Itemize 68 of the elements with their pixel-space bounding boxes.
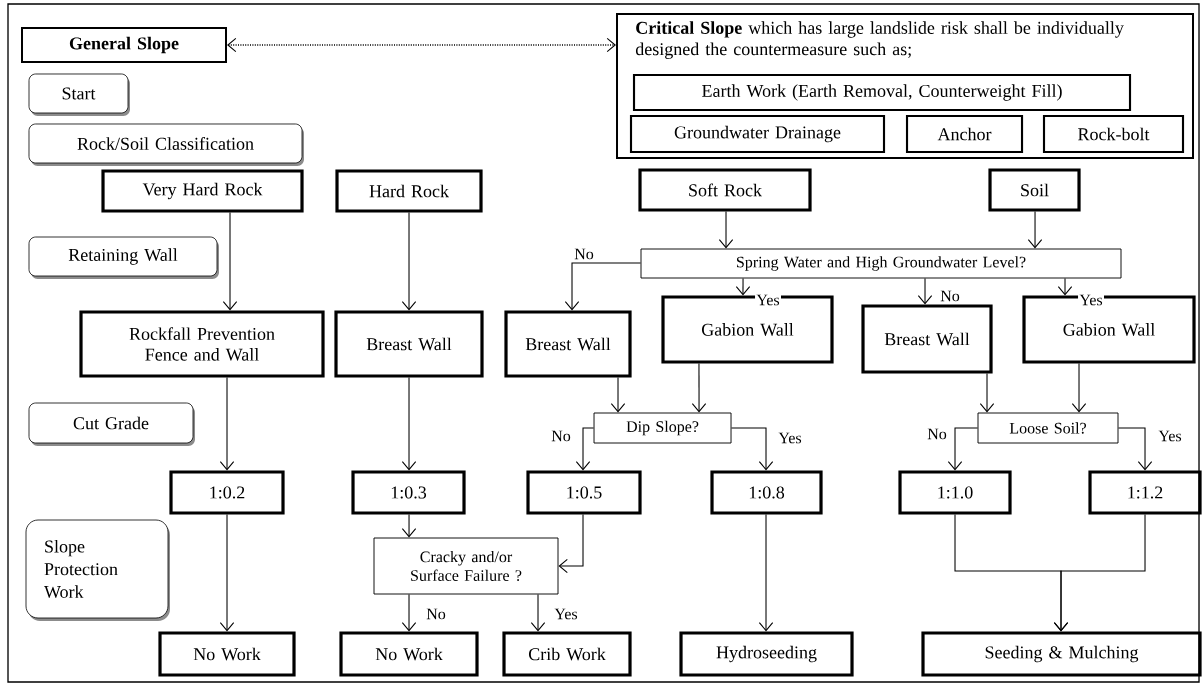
- edge-label: Yes: [755, 293, 781, 307]
- process-box: Breast Wall: [861, 304, 993, 374]
- edge-label: Yes: [777, 431, 803, 445]
- process-box: 1:0.3: [351, 470, 466, 515]
- edge-label: No: [572, 247, 596, 261]
- process-box: 1:0.2: [169, 470, 285, 515]
- edge-label: Yes: [1157, 429, 1183, 443]
- arrow: [1071, 363, 1087, 413]
- edge-label: Yes: [553, 607, 579, 621]
- arrow: [735, 277, 751, 296]
- arrow: [1057, 277, 1073, 296]
- arrow: [219, 514, 235, 632]
- arrow: [610, 377, 626, 413]
- process-box: Hydroseeding: [679, 631, 854, 677]
- edge-label: No: [424, 607, 448, 621]
- measure-box: Groundwater Drainage: [629, 114, 886, 154]
- measure-box: Earth Work (Earth Removal, Counterweight Fill): [632, 73, 1132, 112]
- process-box: Soft Rock: [638, 168, 812, 212]
- arrow: [730, 427, 774, 471]
- arrow: [691, 363, 707, 413]
- arrow: [222, 212, 238, 311]
- decision-box: Cracky and/or Surface Failure ?: [373, 537, 559, 595]
- arrow: [575, 427, 595, 471]
- process-box: Breast Wall: [334, 310, 484, 378]
- measure-box: Rock-bolt: [1042, 114, 1185, 154]
- measure-box: Anchor: [905, 114, 1024, 154]
- process-box: Breast Wall: [504, 310, 632, 378]
- arrow: [718, 211, 734, 249]
- arrow: [758, 514, 774, 632]
- arrow: [564, 262, 642, 311]
- arrow: [558, 514, 584, 574]
- edge-label: No: [938, 289, 962, 303]
- process-box: Seeding & Mulching: [921, 631, 1202, 677]
- arrow: [401, 514, 417, 538]
- process-box: 1:1.0: [898, 470, 1012, 515]
- arrow: [401, 377, 417, 471]
- stage-label: Slope Protection Work: [25, 519, 170, 621]
- process-box: Soil: [988, 168, 1081, 212]
- process-box: No Work: [339, 631, 479, 677]
- arrow: [1027, 211, 1043, 249]
- process-box: Very Hard Rock: [101, 169, 304, 213]
- process-box: 1:1.2: [1088, 470, 1202, 515]
- process-box: Rockfall Prevention Fence and Wall: [79, 310, 325, 378]
- arrow: [219, 377, 235, 471]
- process-box: Crib Work: [502, 631, 632, 677]
- process-box: Hard Rock: [335, 169, 483, 213]
- decision-box: Loose Soil?: [977, 412, 1119, 444]
- stage-label: Retaining Wall: [28, 236, 219, 279]
- process-box: 1:0.8: [710, 470, 823, 515]
- edge-label: Yes: [1078, 293, 1104, 307]
- arrow: [947, 427, 979, 471]
- title-box: General Slope: [21, 27, 227, 63]
- decision-box: Spring Water and High Groundwater Level?: [640, 248, 1122, 279]
- process-box: No Work: [158, 631, 296, 677]
- arrow: [979, 373, 995, 413]
- arrow: [1053, 514, 1146, 632]
- process-box: 1:0.5: [526, 470, 642, 515]
- arrow: [401, 212, 417, 311]
- arrow: [917, 277, 933, 305]
- stage-label: Cut Grade: [28, 402, 195, 446]
- edge-label: No: [925, 427, 949, 441]
- decision-box: Dip Slope?: [593, 412, 732, 444]
- arrow: [1117, 427, 1153, 471]
- arrow: [401, 593, 417, 632]
- edge-label: No: [549, 429, 573, 443]
- stage-label: Rock/Soil Classification: [28, 123, 304, 166]
- arrow: [227, 37, 616, 53]
- arrow: [530, 593, 546, 632]
